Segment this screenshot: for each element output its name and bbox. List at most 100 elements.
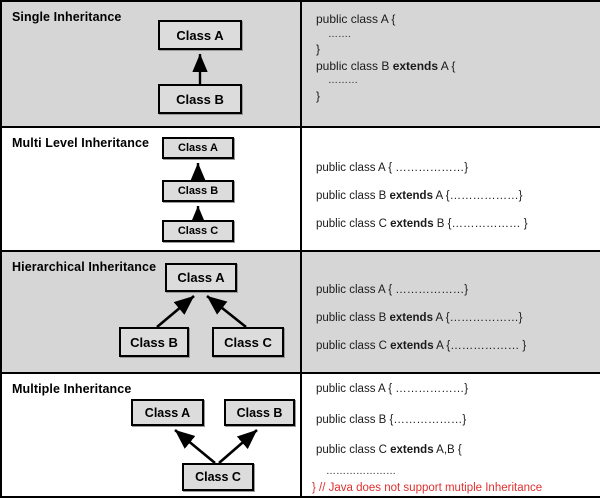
code-text: public class C xyxy=(316,340,391,353)
row-hierarchical-inheritance: Hierarchical Inheritance Class A Class B… xyxy=(2,252,600,374)
code-line: } xyxy=(316,41,594,58)
arrow-c-to-b xyxy=(218,429,258,464)
diagram-cell-multilevel: Multi Level Inheritance Class A Class B … xyxy=(2,128,302,250)
code-line: ………………… xyxy=(316,465,594,477)
class-box-label: Class B xyxy=(176,91,224,107)
diagram-multilevel xyxy=(2,128,300,250)
code-text: public class A { ………………} xyxy=(316,284,469,296)
code-keyword: extends xyxy=(390,218,434,231)
row-multiple-inheritance: Multiple Inheritance Class A Class B Cla… xyxy=(2,374,600,496)
code-line: public class C extends A,B { xyxy=(316,444,594,457)
class-box-label: Class C xyxy=(177,225,219,237)
code-keyword: extends xyxy=(389,190,433,203)
code-block-single: public class A { ……. } public class B ex… xyxy=(316,11,594,105)
code-line: public class B {………………} xyxy=(316,413,594,427)
class-box-label: Class C xyxy=(195,470,241,484)
code-keyword: extends xyxy=(392,58,439,73)
code-block-multiple: public class A { ………………} public class B … xyxy=(312,383,594,494)
class-box-c: Class C xyxy=(162,220,234,242)
code-text: ……. xyxy=(328,28,351,40)
diagram-cell-hierarchical: Hierarchical Inheritance Class A Class B… xyxy=(2,252,302,372)
code-text: } xyxy=(316,42,321,57)
code-block-multilevel: public class A { ………………} public class B … xyxy=(316,154,594,239)
arrow-c-to-a xyxy=(206,294,247,329)
code-line: public class A { ………………} xyxy=(316,154,594,182)
code-line: ……. xyxy=(316,28,594,42)
code-text: ………………… xyxy=(326,465,396,477)
class-box-a: Class A xyxy=(162,137,234,159)
code-text: public class A { ………………} xyxy=(316,383,469,395)
code-keyword: extends xyxy=(390,444,434,456)
code-text: public class C xyxy=(316,444,391,456)
class-box-c: Class C xyxy=(182,463,254,491)
class-box-b: Class B xyxy=(162,180,234,202)
code-text: public class A { ………………} xyxy=(316,162,469,174)
code-keyword: extends xyxy=(390,340,434,353)
row-title-single: Single Inheritance xyxy=(12,10,122,24)
class-box-label: Class A xyxy=(178,142,218,154)
arrow-b-to-a xyxy=(156,295,195,328)
diagram-cell-single: Single Inheritance Class A Class B xyxy=(2,2,302,126)
code-cell-single: public class A { ……. } public class B ex… xyxy=(302,2,600,126)
row-title-multiple: Multiple Inheritance xyxy=(12,382,132,396)
row-single-inheritance: Single Inheritance Class A Class B publi… xyxy=(2,2,600,128)
code-comment-line: } // Java does not support mutiple Inher… xyxy=(312,481,594,495)
code-text: A {……………… } xyxy=(433,340,527,353)
class-box-b: Class B xyxy=(119,327,189,357)
class-box-label: Class A xyxy=(144,405,191,420)
arrow-c-to-a xyxy=(174,428,216,465)
class-box-b: Class B xyxy=(224,399,295,426)
arrow-layer-single xyxy=(192,53,208,84)
code-block-hierarchical: public class A { ………………} public class B … xyxy=(316,276,594,361)
class-box-label: Class A xyxy=(176,27,224,43)
class-box-b: Class B xyxy=(158,84,242,114)
code-text: } xyxy=(316,89,321,104)
code-text: A {………………} xyxy=(432,190,523,203)
code-text: A { xyxy=(438,58,456,73)
row-title-hierarchical: Hierarchical Inheritance xyxy=(12,260,157,274)
code-cell-multilevel: public class A { ………………} public class B … xyxy=(302,128,600,250)
diagram-cell-multiple: Multiple Inheritance Class A Class B Cla… xyxy=(2,374,302,496)
code-text: ……… xyxy=(328,75,358,87)
code-line: public class A { ………………} xyxy=(316,276,594,304)
code-text: public class A { xyxy=(316,12,396,26)
code-text: public class C xyxy=(316,218,391,231)
diagram-single xyxy=(2,2,300,126)
code-line: public class C extends A {……………… } xyxy=(316,332,594,360)
code-line: public class A { ………………} xyxy=(316,383,594,396)
class-box-a: Class A xyxy=(158,20,242,50)
arrow-layer-hierarchical xyxy=(156,294,247,329)
code-line: public class C extends B {……………… } xyxy=(316,210,594,238)
code-cell-multiple: public class A { ………………} public class B … xyxy=(302,374,600,496)
code-text: public class B xyxy=(316,58,393,73)
code-keyword: extends xyxy=(389,312,433,325)
code-comment-text: } // Java does not support mutiple Inher… xyxy=(312,481,543,494)
class-box-label: Class B xyxy=(177,185,219,197)
code-line: public class B extends A { xyxy=(316,58,594,75)
class-box-label: Class C xyxy=(224,334,272,350)
code-line: public class A { xyxy=(316,11,594,28)
code-text: A {………………} xyxy=(432,312,523,325)
class-box-a: Class A xyxy=(165,263,237,292)
code-text: public class B xyxy=(316,190,390,203)
class-box-label: Class A xyxy=(177,270,225,285)
code-text: B {……………… } xyxy=(433,218,528,231)
diagram-multiple xyxy=(2,374,300,496)
code-text: A,B { xyxy=(433,444,462,456)
code-line: public class B extends A {………………} xyxy=(316,182,594,210)
class-box-label: Class B xyxy=(130,334,178,350)
class-box-a: Class A xyxy=(131,399,204,426)
diagram-hierarchical xyxy=(2,252,300,372)
code-line: } xyxy=(316,88,594,105)
code-text: public class B xyxy=(316,312,390,325)
row-title-multilevel: Multi Level Inheritance xyxy=(12,136,150,150)
code-cell-hierarchical: public class A { ………………} public class B … xyxy=(302,252,600,372)
code-text: public class B {………………} xyxy=(316,413,467,426)
code-line: ……… xyxy=(316,74,594,88)
arrow-layer-multiple xyxy=(174,428,258,465)
arrow-layer-multilevel xyxy=(190,162,206,224)
row-multilevel-inheritance: Multi Level Inheritance Class A Class B … xyxy=(2,128,600,252)
class-box-label: Class B xyxy=(236,405,283,420)
code-line: public class B extends A {………………} xyxy=(316,304,594,332)
